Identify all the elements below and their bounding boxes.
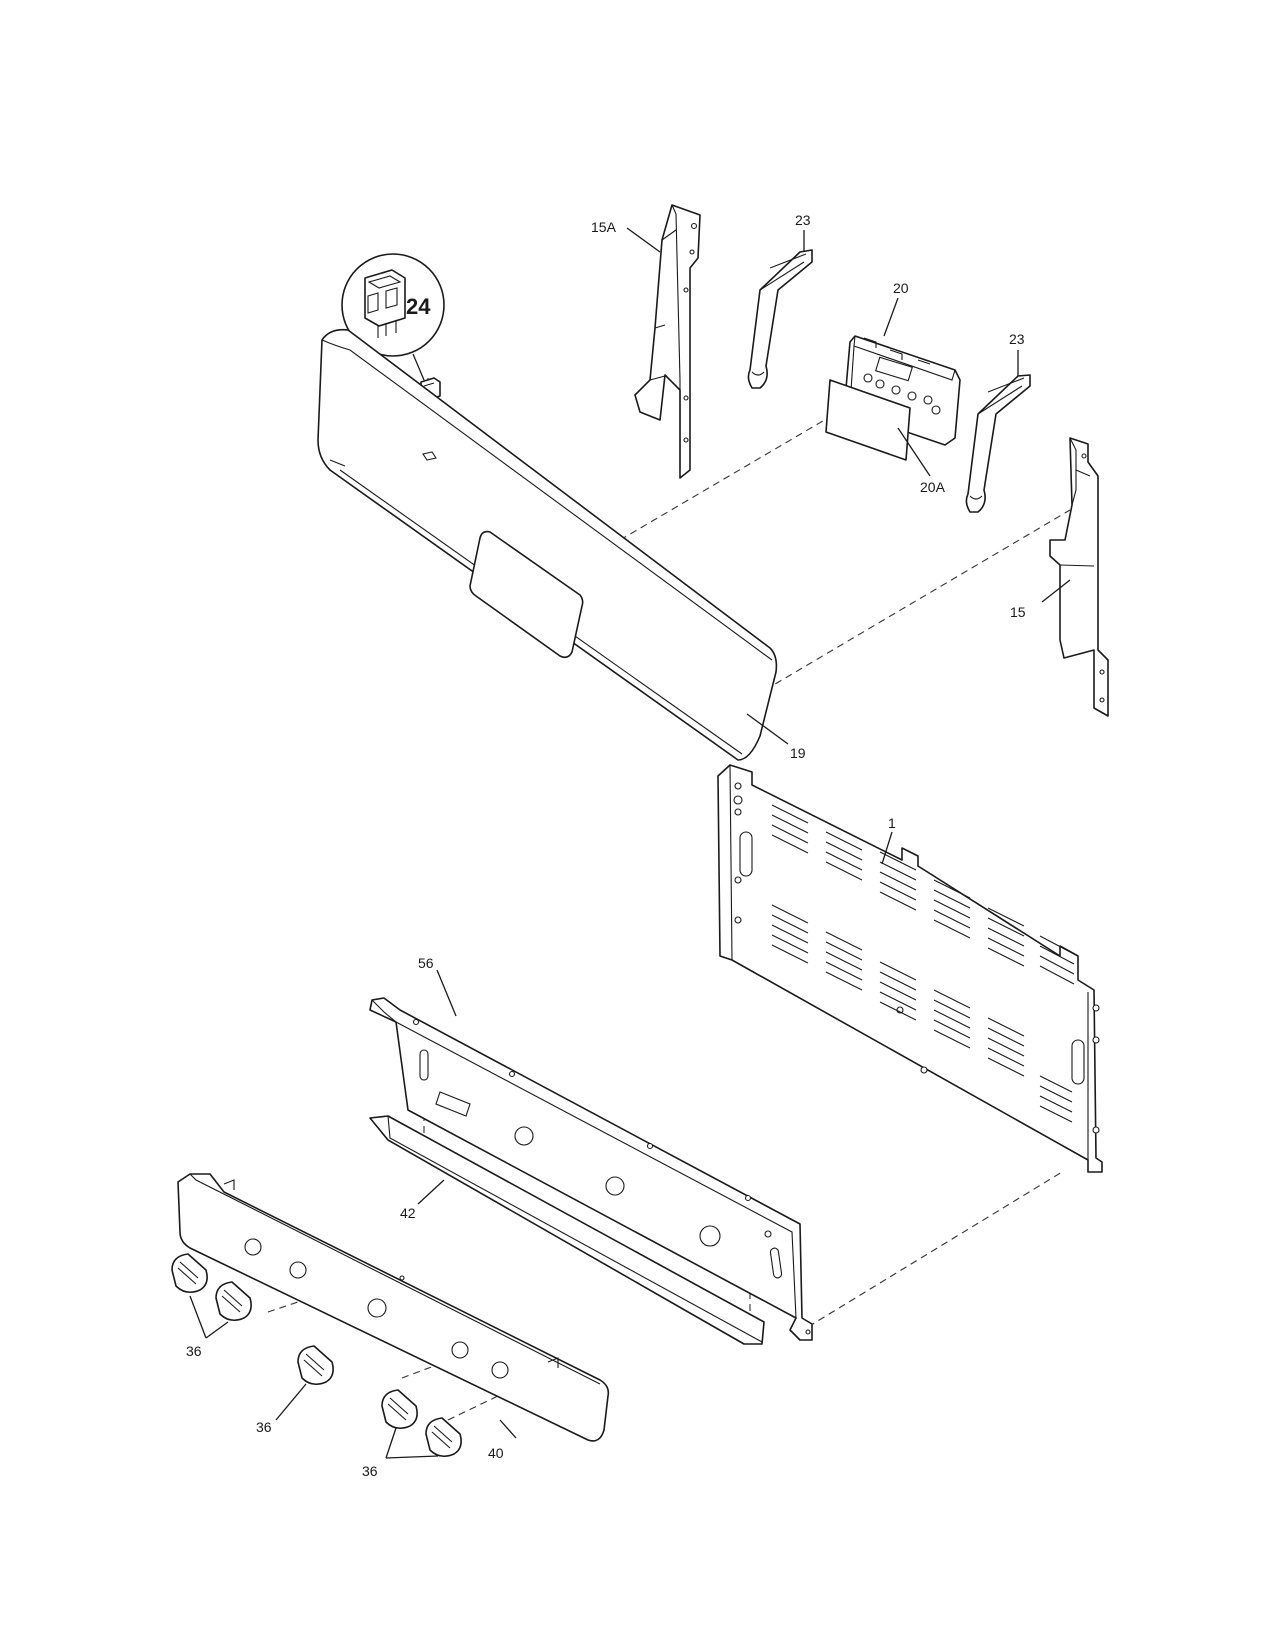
knob-3 [297,1345,334,1386]
label-20a: 20A [920,479,946,495]
label-56: 56 [418,955,434,971]
lower-control-panel [177,1173,610,1442]
label-36-b: 36 [256,1419,272,1435]
control-overlay [825,379,931,477]
louver-grid [771,794,1075,1123]
control-knobs [171,1253,462,1459]
label-15: 15 [1010,604,1026,620]
trim-strip [369,1115,765,1345]
label-42: 42 [400,1205,416,1221]
label-1: 1 [888,815,896,831]
callout-labels: 24 15A 23 20 23 20A 15 19 1 56 42 36 36 … [186,212,1026,1479]
knob-5 [425,1417,462,1458]
label-36-c: 36 [362,1463,378,1479]
label-23-left: 23 [795,212,811,228]
label-19: 19 [790,745,806,761]
label-20: 20 [893,280,909,296]
left-end-bracket [626,204,701,479]
label-24: 24 [406,294,431,319]
backguard-panel [317,328,789,761]
label-23-right: 23 [1009,331,1025,347]
label-15a: 15A [591,219,617,235]
switch-detail-callout [341,253,445,381]
right-wire-clip [965,350,1031,513]
knob-1 [171,1253,208,1294]
manifold-panel [369,969,813,1341]
knob-2 [215,1281,252,1322]
knob-4 [381,1389,418,1430]
left-wire-clip [747,230,813,389]
label-40: 40 [488,1445,504,1461]
rear-access-panel [717,764,1103,1173]
right-end-bracket [1041,437,1109,717]
label-36-a: 36 [186,1343,202,1359]
